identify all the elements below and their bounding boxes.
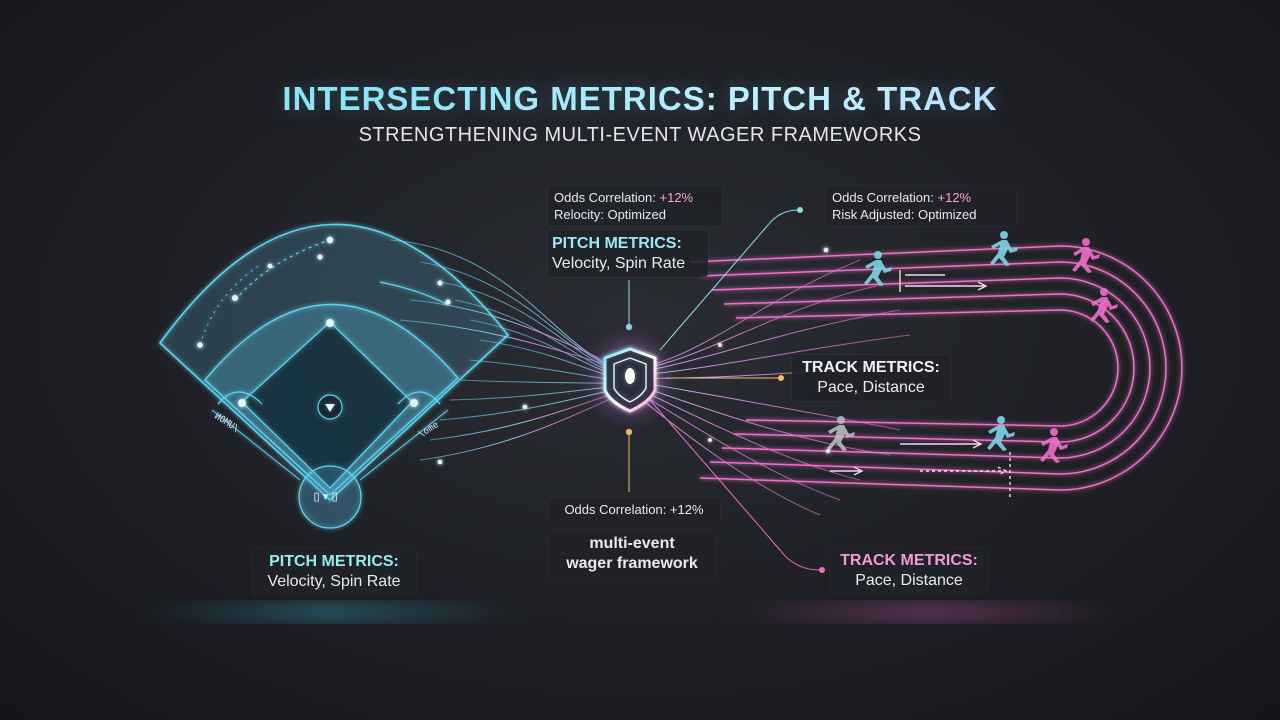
pitch-metrics-body: Velocity, Spin Rate xyxy=(267,573,401,590)
odds-card-top-right: Odds Correlation: +12% Risk Adjusted: Op… xyxy=(826,186,1016,226)
track-metrics-card-mid: TRACK METRICS: Pace, Distance xyxy=(792,355,950,401)
runner-icon xyxy=(864,231,1018,451)
track-metrics-heading: TRACK METRICS: xyxy=(840,552,978,569)
pink-floor-glow xyxy=(720,602,1140,622)
baseball-diamond-icon xyxy=(158,223,510,529)
pitch-metrics-card-left: PITCH METRICS: Velocity, Spin Rate xyxy=(252,548,416,595)
track-metrics-card-bottom: TRACK METRICS: Pace, Distance xyxy=(830,548,988,594)
runner-icon xyxy=(1040,238,1118,463)
cyan-floor-glow xyxy=(130,602,530,622)
track-lane-arrows xyxy=(830,270,1011,500)
framework-card: multi-event wager framework xyxy=(548,530,716,578)
odds-value: +12% xyxy=(937,190,972,205)
page-title: INTERSECTING METRICS: PITCH & TRACK xyxy=(0,80,1280,118)
framework-line-1: multi-event xyxy=(589,535,675,552)
field-marker-dots xyxy=(197,236,528,465)
track-metrics-body: Pace, Distance xyxy=(817,379,925,396)
odds-label: Odds Correlation: +12% xyxy=(564,502,704,517)
running-track-icon xyxy=(689,245,1183,491)
odds-label: Odds Correlation: xyxy=(554,190,660,205)
connector-lines xyxy=(625,207,825,573)
odds-card-top-center: Odds Correlation: +12% Relocity: Optimiz… xyxy=(548,186,722,226)
runner-icon xyxy=(827,416,855,451)
pitch-metrics-heading: PITCH METRICS: xyxy=(552,235,682,252)
odds-card-bottom-center: Odds Correlation: +12% xyxy=(548,498,720,521)
page-subtitle: STRENGTHENING MULTI-EVENT WAGER FRAMEWOR… xyxy=(358,124,922,146)
hub-shield-icon xyxy=(603,347,657,413)
pitch-metrics-body: Velocity, Spin Rate xyxy=(552,255,686,272)
odds-subline: Risk Adjusted: Optimized xyxy=(832,207,977,222)
odds-label: Odds Correlation: xyxy=(832,190,938,205)
odds-subline: Relocity: Optimized xyxy=(554,207,666,222)
pitch-metrics-card-center: PITCH METRICS: Velocity, Spin Rate xyxy=(548,230,708,277)
framework-line-2: wager framework xyxy=(566,555,698,572)
pitch-metrics-heading: PITCH METRICS: xyxy=(269,553,399,570)
odds-value: +12% xyxy=(659,190,694,205)
home-plate-mark: ▯▾▯ xyxy=(312,487,340,505)
track-marker-dots xyxy=(708,247,831,454)
track-metrics-body: Pace, Distance xyxy=(855,572,963,589)
track-metrics-heading: TRACK METRICS: xyxy=(802,359,940,376)
